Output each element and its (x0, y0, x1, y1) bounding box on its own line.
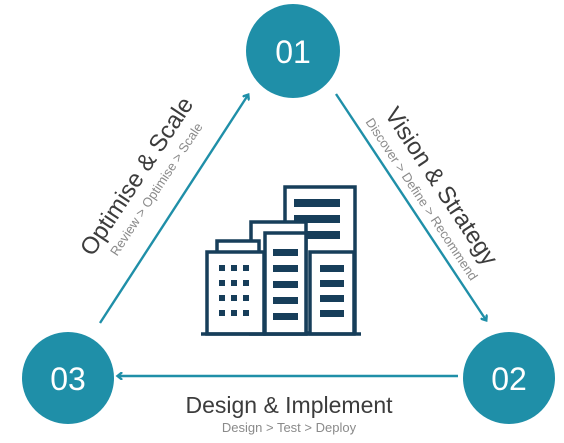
node-03: 03 (22, 332, 114, 424)
arrow-01-to-02 (335, 93, 486, 320)
arrow-03-to-01 (98, 95, 248, 324)
design-title: Design & Implement (185, 392, 393, 418)
node-01-label: 01 (275, 34, 311, 70)
design-stage-label: Design & Implement Design > Test > Deplo… (185, 392, 393, 435)
design-steps: Design > Test > Deploy (222, 420, 357, 435)
node-02: 02 (463, 332, 555, 424)
vision-stage-label: Vision & Strategy Discover > Define > Re… (363, 102, 503, 283)
node-03-label: 03 (50, 361, 86, 397)
node-01: 01 (246, 4, 340, 98)
optimise-title: Optimise & Scale (75, 92, 199, 260)
office-buildings-icon (201, 185, 361, 336)
node-02-label: 02 (491, 361, 527, 397)
